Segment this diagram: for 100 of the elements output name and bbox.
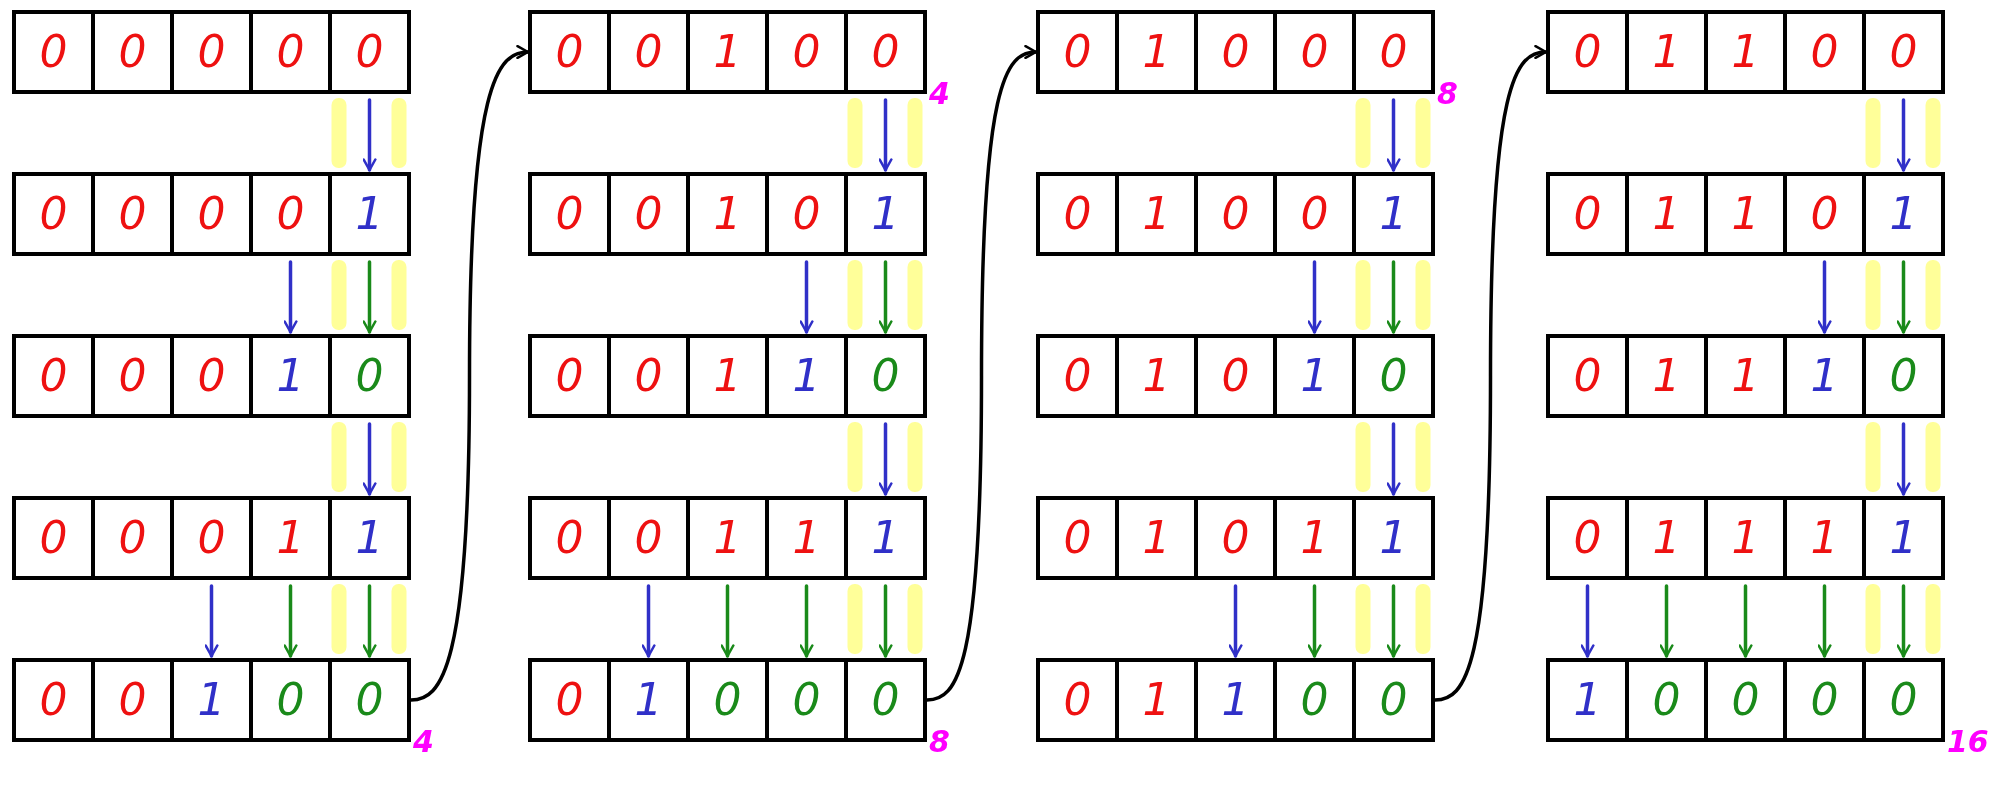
bit-digit: 1 (713, 516, 742, 560)
arrow (283, 260, 298, 334)
bit-digit: 0 (355, 354, 384, 398)
arrow (362, 98, 377, 172)
bit-digit: 1 (1652, 516, 1681, 560)
bit-digit: 1 (1810, 354, 1839, 398)
bit-digit: 1 (355, 192, 384, 236)
arrow (362, 584, 377, 658)
bit-digit: 1 (1142, 30, 1171, 74)
bit-row (1546, 334, 1945, 418)
bit-row (1036, 172, 1435, 256)
bit-digit: 1 (1652, 354, 1681, 398)
bit-digit: 0 (1379, 354, 1408, 398)
arrow (878, 422, 893, 496)
bit-row (528, 334, 927, 418)
bit-digit: 0 (1300, 30, 1329, 74)
bit-digit: 0 (276, 30, 305, 74)
bit-digit: 0 (1221, 30, 1250, 74)
arrow (1738, 584, 1753, 658)
bit-digit: 0 (39, 30, 68, 74)
arrow (1386, 584, 1401, 658)
bit-digit: 1 (792, 354, 821, 398)
bit-digit: 0 (39, 516, 68, 560)
bit-digit: 1 (1379, 192, 1408, 236)
arrow (1896, 98, 1911, 172)
bit-digit: 1 (713, 354, 742, 398)
bit-row (1036, 658, 1435, 742)
arrow (1896, 422, 1911, 496)
bit-digit: 0 (39, 678, 68, 722)
count-number: 16 (1947, 724, 1989, 759)
arrow (283, 584, 298, 658)
count-number: 8 (1437, 76, 1458, 111)
bit-digit: 0 (555, 192, 584, 236)
bit-digit: 0 (39, 354, 68, 398)
bit-digit: 0 (1573, 30, 1602, 74)
bit-digit: 1 (355, 516, 384, 560)
bit-digit: 1 (871, 192, 900, 236)
arrow (1307, 584, 1322, 658)
bit-digit: 0 (871, 678, 900, 722)
arrow (362, 260, 377, 334)
bit-digit: 1 (634, 678, 663, 722)
bit-digit: 0 (1221, 516, 1250, 560)
arrow (799, 260, 814, 334)
bit-digit: 0 (871, 354, 900, 398)
arrow (1896, 260, 1911, 334)
arrow (1817, 260, 1832, 334)
arrow (1307, 260, 1322, 334)
bit-digit: 0 (1810, 192, 1839, 236)
count-number: 4 (929, 76, 950, 111)
bit-digit: 0 (1573, 354, 1602, 398)
bit-row (528, 172, 927, 256)
bit-digit: 1 (792, 516, 821, 560)
bit-digit: 1 (713, 30, 742, 74)
bit-digit: 0 (197, 516, 226, 560)
bit-digit: 0 (1063, 516, 1092, 560)
bit-digit: 1 (1731, 30, 1760, 74)
bit-digit: 0 (1300, 192, 1329, 236)
bit-digit: 0 (118, 678, 147, 722)
bit-digit: 0 (355, 30, 384, 74)
bit-row (12, 334, 411, 418)
bit-digit: 0 (118, 354, 147, 398)
bit-row (528, 496, 927, 580)
bit-digit: 0 (276, 192, 305, 236)
count-number: 8 (929, 724, 950, 759)
bit-digit: 1 (1221, 678, 1250, 722)
bit-digit: 0 (1379, 678, 1408, 722)
bit-digit: 0 (1810, 678, 1839, 722)
bit-digit: 1 (276, 516, 305, 560)
bit-digit: 0 (1063, 192, 1092, 236)
bit-digit: 0 (197, 30, 226, 74)
bit-digit: 0 (1731, 678, 1760, 722)
arrow (1896, 584, 1911, 658)
arrow (1386, 98, 1401, 172)
bit-digit: 1 (1573, 678, 1602, 722)
bit-digit: 0 (792, 678, 821, 722)
bit-digit: 0 (555, 354, 584, 398)
arrow (1659, 584, 1674, 658)
bit-digit: 0 (39, 192, 68, 236)
bit-digit: 1 (871, 516, 900, 560)
bit-digit: 0 (634, 192, 663, 236)
arrow (878, 584, 893, 658)
bit-digit: 0 (1063, 30, 1092, 74)
arrow (1386, 260, 1401, 334)
bit-digit: 0 (1221, 192, 1250, 236)
bit-digit: 0 (1063, 354, 1092, 398)
bit-digit: 0 (1063, 678, 1092, 722)
bit-digit: 0 (355, 678, 384, 722)
bit-row (12, 496, 411, 580)
bit-digit: 1 (1652, 30, 1681, 74)
bit-row (1036, 496, 1435, 580)
bit-digit: 1 (1379, 516, 1408, 560)
bit-digit: 0 (555, 30, 584, 74)
bit-digit: 0 (555, 678, 584, 722)
bit-digit: 0 (555, 516, 584, 560)
bit-digit: 0 (1573, 192, 1602, 236)
bit-digit: 0 (1221, 354, 1250, 398)
bit-digit: 0 (118, 516, 147, 560)
bit-digit: 0 (792, 192, 821, 236)
arrow (204, 584, 219, 658)
bit-digit: 0 (634, 516, 663, 560)
